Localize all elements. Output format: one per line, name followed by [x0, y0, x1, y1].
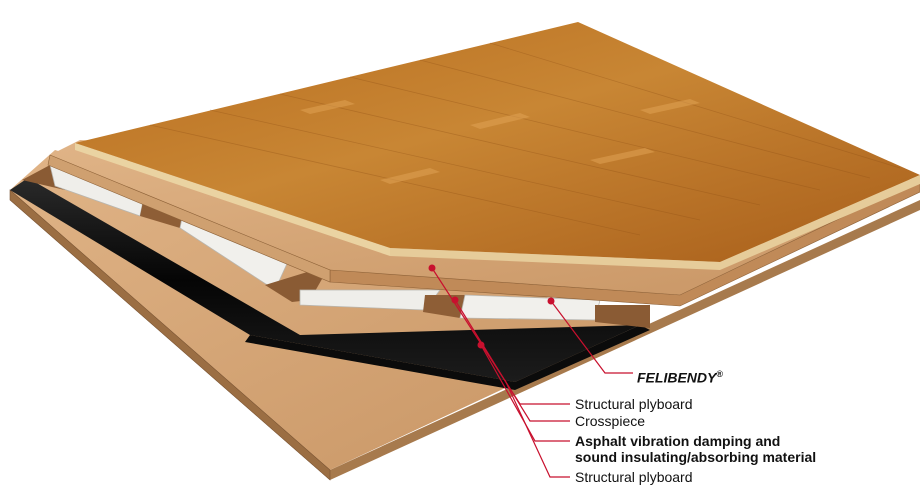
hardwood-surface — [75, 22, 920, 270]
upper-plyboard-label: Structural plyboard — [575, 396, 693, 412]
leader-lines — [431, 267, 633, 478]
bottom-plyboard — [9, 150, 920, 481]
crosspiece-row — [22, 164, 650, 328]
asphalt-layer — [10, 178, 650, 390]
registered-mark: ® — [716, 369, 723, 379]
brand-name: FELIBENDY — [637, 369, 717, 386]
felibendy-label: FELIBENDY® — [637, 366, 723, 386]
crosspiece-label: Crosspiece — [575, 413, 646, 429]
bottom-plyboard-label: Structural plyboard — [575, 469, 693, 485]
asphalt-label-line2: sound insulating/absorbing material — [575, 449, 817, 465]
leader-dots — [428, 264, 555, 349]
asphalt-label-line1: Asphalt vibration damping and — [575, 433, 781, 449]
